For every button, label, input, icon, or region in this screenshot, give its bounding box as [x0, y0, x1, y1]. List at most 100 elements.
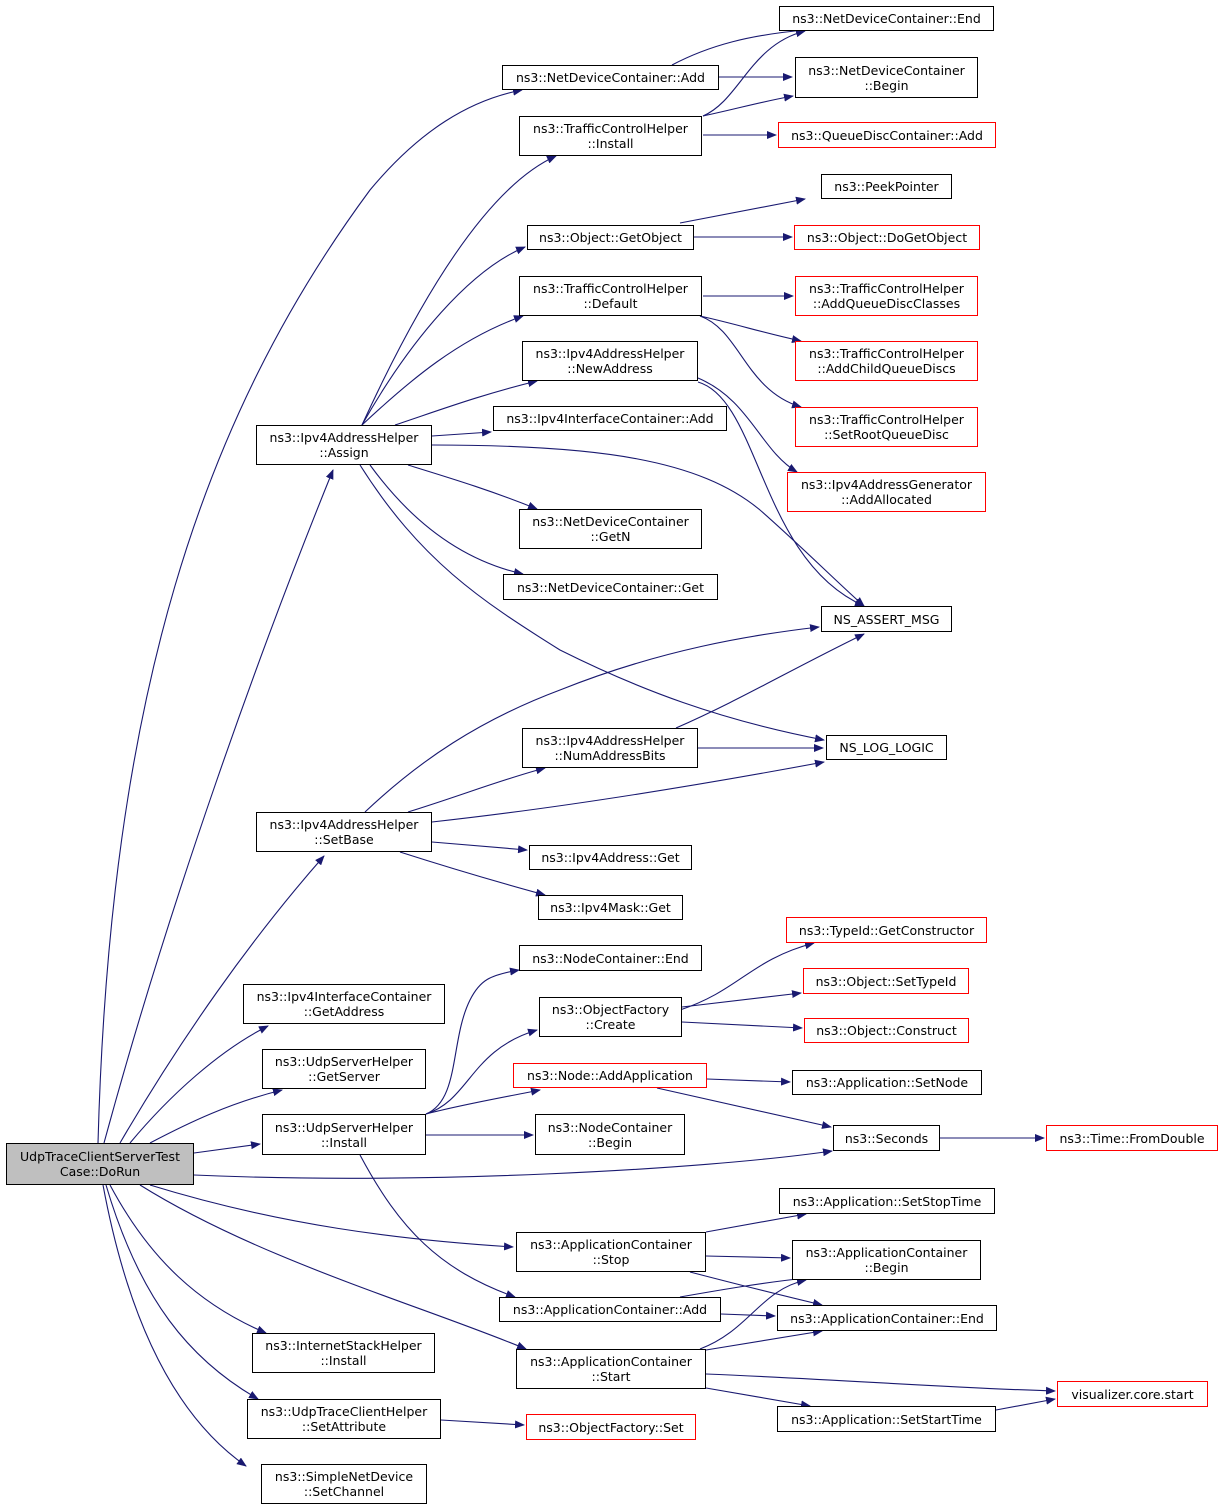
edge-setbase-to-ipv4mask-get: [399, 851, 546, 897]
node-visualizer-core-start[interactable]: visualizer.core.start: [1057, 1381, 1208, 1407]
node-label-line: ::Start: [591, 1369, 631, 1384]
edge-root-to-udpserver-install: [193, 1141, 261, 1154]
node-label-line: ns3::Application::SetStopTime: [792, 1193, 982, 1209]
node-trafficcontrolhelper-addchildqueuediscs[interactable]: ns3::TrafficControlHelper ::AddChildQueu…: [795, 341, 978, 381]
node-internetstackhelper-install[interactable]: ns3::InternetStackHelper ::Install: [252, 1333, 435, 1373]
node-object-settypeid[interactable]: ns3::Object::SetTypeId: [803, 968, 969, 994]
edge-root-to-getaddress: [129, 1025, 269, 1144]
node-label-line: ns3::Node::AddApplication: [527, 1068, 693, 1083]
node-label-line: ::Install: [587, 136, 634, 151]
edge-root-to-getserver: [149, 1088, 283, 1144]
edge-assign-to-ndc-get: [369, 464, 524, 576]
node-label-line: ns3::NodeContainer: [547, 1119, 673, 1135]
node-label-line: ns3::Ipv4AddressGenerator: [800, 477, 973, 492]
node-application-setstarttime[interactable]: ns3::Application::SetStartTime: [777, 1406, 996, 1432]
node-ipv4addressgenerator-addallocated[interactable]: ns3::Ipv4AddressGenerator ::AddAllocated: [787, 472, 986, 512]
node-ipv4addresshelper-assign[interactable]: ns3::Ipv4AddressHelper ::Assign: [256, 425, 432, 465]
edge-create-to-getconstructor: [679, 941, 815, 1011]
node-applicationcontainer-stop[interactable]: ns3::ApplicationContainer ::Stop: [516, 1232, 706, 1272]
node-trafficcontrolhelper-install[interactable]: ns3::TrafficControlHelper ::Install: [519, 116, 702, 156]
node-ipv4mask-get[interactable]: ns3::Ipv4Mask::Get: [538, 895, 683, 920]
node-label-line: ns3::ApplicationContainer: [805, 1245, 968, 1260]
node-queuedisccontainer-add[interactable]: ns3::QueueDiscContainer::Add: [778, 122, 996, 148]
node-trafficcontrolhelper-setrootqueuedisc[interactable]: ns3::TrafficControlHelper ::SetRootQueue…: [795, 407, 978, 447]
node-label-line: ::Install: [320, 1134, 368, 1150]
node-label-line: ns3::Ipv4AddressHelper: [535, 733, 685, 748]
node-label-line: ::Stop: [592, 1252, 630, 1267]
node-label-line: ::Begin: [864, 1260, 909, 1275]
node-ipv4address-get[interactable]: ns3::Ipv4Address::Get: [529, 845, 692, 870]
node-label-line: ::NumAddressBits: [554, 748, 666, 763]
node-applicationcontainer-start[interactable]: ns3::ApplicationContainer ::Start: [516, 1349, 706, 1389]
node-label-line: visualizer.core.start: [1071, 1386, 1194, 1402]
node-label-line: ::GetServer: [308, 1069, 380, 1084]
node-label-line: ::Begin: [864, 77, 909, 93]
node-trafficcontrolhelper-addqueuediscclasses[interactable]: ns3::TrafficControlHelper ::AddQueueDisc…: [795, 276, 978, 316]
edge-tch-install-to-end: [702, 29, 806, 117]
node-udptraceclienthelper-setattribute[interactable]: ns3::UdpTraceClientHelper ::SetAttribute: [247, 1399, 441, 1439]
edge-assign-to-log: [359, 464, 825, 743]
node-application-setstoptime[interactable]: ns3::Application::SetStopTime: [779, 1188, 995, 1214]
node-label-line: ::AddAllocated: [841, 492, 932, 507]
node-label-line: ::Assign: [319, 445, 369, 460]
node-time-fromdouble[interactable]: ns3::Time::FromDouble: [1046, 1125, 1218, 1151]
node-object-dogetobject[interactable]: ns3::Object::DoGetObject: [794, 225, 980, 250]
node-nodecontainer-end[interactable]: ns3::NodeContainer::End: [519, 945, 702, 971]
node-application-setnode[interactable]: ns3::Application::SetNode: [792, 1070, 982, 1095]
edge-setbase-to-log: [431, 759, 825, 823]
node-trafficcontrolhelper-default[interactable]: ns3::TrafficControlHelper ::Default: [519, 276, 702, 316]
edge-ac-add-to-ac-end: [720, 1311, 776, 1320]
node-netdevicecontainer-get[interactable]: ns3::NetDeviceContainer::Get: [503, 574, 718, 600]
node-simplenetdevice-setchannel[interactable]: ns3::SimpleNetDevice ::SetChannel: [261, 1464, 427, 1504]
edge-ac-start-to-setstarttime: [705, 1387, 811, 1409]
node-label-line: ns3::NetDeviceContainer::Get: [516, 579, 705, 595]
node-label-line: ns3::NodeContainer::End: [532, 950, 689, 966]
node-ipv4addresshelper-numaddressbits[interactable]: ns3::Ipv4AddressHelper ::NumAddressBits: [522, 728, 698, 768]
edge-ac-stop-to-setstoptime: [705, 1211, 807, 1233]
node-label-line: ns3::ApplicationContainer: [530, 1354, 692, 1369]
node-applicationcontainer-end[interactable]: ns3::ApplicationContainer::End: [777, 1305, 997, 1331]
node-netdevicecontainer-getn[interactable]: ns3::NetDeviceContainer ::GetN: [519, 509, 702, 549]
edge-ac-start-to-ac-end: [705, 1328, 823, 1351]
node-ipv4interfacecontainer-getaddress[interactable]: ns3::Ipv4InterfaceContainer ::GetAddress: [243, 984, 445, 1024]
node-seconds[interactable]: ns3::Seconds: [833, 1125, 940, 1151]
node-ipv4interfacecontainer-add[interactable]: ns3::Ipv4InterfaceContainer::Add: [493, 406, 727, 431]
edge-root-to-assign: [103, 469, 334, 1144]
node-label-line: ns3::NetDeviceContainer: [532, 514, 689, 529]
node-applicationcontainer-begin[interactable]: ns3::ApplicationContainer ::Begin: [792, 1240, 981, 1280]
node-applicationcontainer-add[interactable]: ns3::ApplicationContainer::Add: [499, 1297, 721, 1322]
edge-ush-install-to-create: [425, 1028, 538, 1115]
node-objectfactory-set[interactable]: ns3::ObjectFactory::Set: [526, 1414, 696, 1440]
edge-tch-install-to-begin: [702, 93, 794, 117]
node-object-getobject[interactable]: ns3::Object::GetObject: [527, 225, 694, 250]
node-label-line: ns3::UdpServerHelper: [274, 1119, 414, 1135]
node-nodecontainer-begin[interactable]: ns3::NodeContainer ::Begin: [535, 1114, 685, 1155]
node-label-line: ns3::Application::SetStartTime: [791, 1411, 982, 1427]
node-label-line: ns3::Time::FromDouble: [1059, 1130, 1205, 1146]
node-label-line: ns3::InternetStackHelper: [265, 1338, 422, 1353]
node-label-line: NS_LOG_LOGIC: [839, 740, 934, 755]
edge-getobject-to-peek: [679, 196, 806, 224]
node-object-construct[interactable]: ns3::Object::Construct: [804, 1018, 969, 1043]
edge-setbase-to-ipv4address-get: [431, 841, 528, 854]
node-label-line: ns3::ApplicationContainer::End: [790, 1310, 984, 1326]
node-netdevicecontainer-begin[interactable]: ns3::NetDeviceContainer ::Begin: [795, 57, 978, 98]
edge-create-to-construct: [681, 1021, 803, 1032]
node-ipv4addresshelper-setbase[interactable]: ns3::Ipv4AddressHelper ::SetBase: [256, 812, 432, 852]
node-netdevicecontainer-end[interactable]: ns3::NetDeviceContainer::End: [779, 6, 994, 31]
node-netdevicecontainer-add[interactable]: ns3::NetDeviceContainer::Add: [502, 65, 719, 90]
node-node-addapplication[interactable]: ns3::Node::AddApplication: [513, 1063, 707, 1088]
node-udpserverhelper-getserver[interactable]: ns3::UdpServerHelper ::GetServer: [262, 1049, 426, 1089]
node-objectfactory-create[interactable]: ns3::ObjectFactory ::Create: [539, 997, 682, 1037]
node-label-line: ns3::Object::DoGetObject: [806, 230, 968, 245]
node-label-line: ::Default: [583, 296, 638, 311]
node-typeid-getconstructor[interactable]: ns3::TypeId::GetConstructor: [786, 917, 987, 943]
node-ns-assert-msg[interactable]: NS_ASSERT_MSG: [821, 606, 952, 632]
node-label-line: ::GetAddress: [303, 1004, 385, 1019]
node-ipv4addresshelper-newaddress[interactable]: ns3::Ipv4AddressHelper ::NewAddress: [522, 341, 698, 381]
node-ns-log-logic[interactable]: NS_LOG_LOGIC: [826, 735, 947, 760]
node-udpserverhelper-install[interactable]: ns3::UdpServerHelper ::Install: [262, 1114, 426, 1155]
node-peekpointer[interactable]: ns3::PeekPointer: [821, 174, 952, 199]
edge-addapplication-to-setnode: [706, 1077, 791, 1086]
node-root-dorun[interactable]: UdpTraceClientServerTest Case::DoRun: [6, 1143, 194, 1185]
